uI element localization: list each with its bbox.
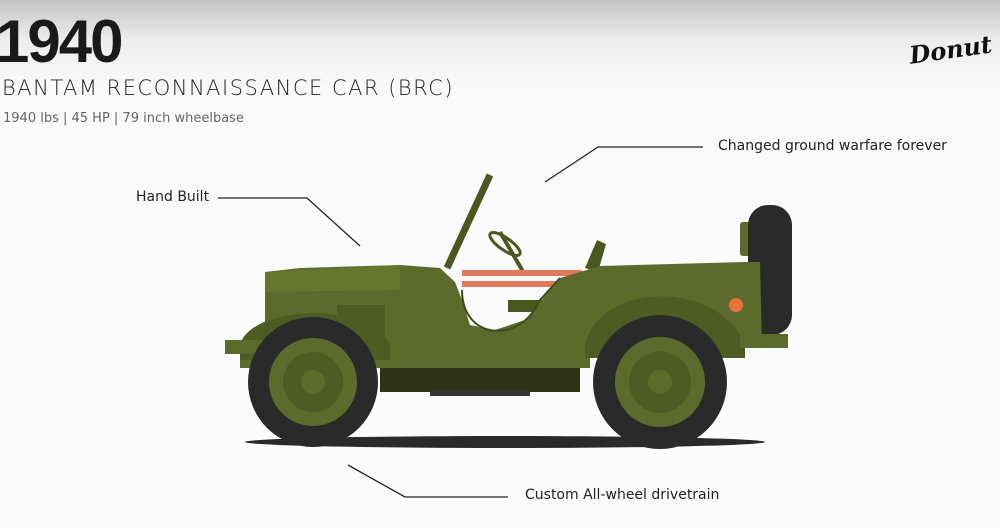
leader-line-warfare xyxy=(544,146,703,183)
tail-lamp xyxy=(729,298,743,312)
annotation-drivetrain: Custom All-wheel drivetrain xyxy=(525,487,720,503)
annotation-hand-built: Hand Built xyxy=(136,189,210,205)
donut-logo: Donut xyxy=(905,28,997,68)
frame-bar xyxy=(462,270,582,276)
leader-line-drivetrain xyxy=(347,464,508,498)
spec-line: 1940 lbs | 45 HP | 79 inch wheelbase xyxy=(3,111,244,126)
annotation-lines xyxy=(218,146,703,498)
rear-wheel xyxy=(593,315,727,449)
annotation-warfare: Changed ground warfare forever xyxy=(718,138,947,154)
model-name: BANTAM RECONNAISSANCE CAR (BRC) xyxy=(2,76,455,100)
svg-text:Donut: Donut xyxy=(907,29,994,68)
front-wheel xyxy=(248,317,378,447)
year-title: 1940 xyxy=(0,8,123,75)
leader-line-hand-built xyxy=(218,197,361,247)
